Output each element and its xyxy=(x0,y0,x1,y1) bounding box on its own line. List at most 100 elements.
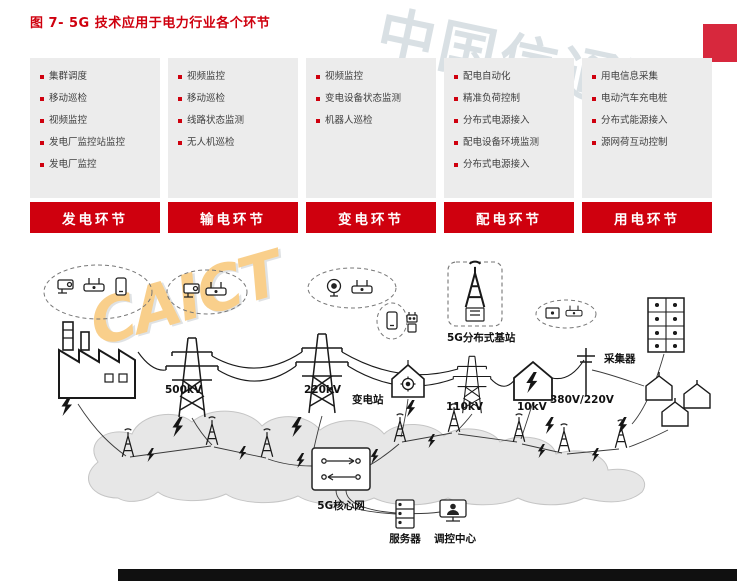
bullet-icon xyxy=(316,96,320,101)
transformation-items-box: 视频监控 变电设备状态监测 机器人巡检 xyxy=(306,58,436,198)
base-station-mast-icon xyxy=(464,260,486,309)
pylon-220kv-icon xyxy=(295,333,349,414)
camera-icon xyxy=(183,283,200,298)
item-label: 视频监控 xyxy=(325,71,364,82)
bullet-icon xyxy=(178,96,182,101)
list-item: 电动汽车充电桩 xyxy=(592,93,704,105)
bullet-icon xyxy=(316,118,320,123)
figure-title: 图 7- 5G 技术应用于电力行业各个环节 xyxy=(30,16,271,31)
base-station-group: 5G分布式基站 xyxy=(447,260,516,344)
bullet-icon xyxy=(178,140,182,145)
label-collector: 采集器 xyxy=(603,352,636,365)
bullet-icon xyxy=(592,75,596,79)
control-center-icon xyxy=(439,499,467,522)
column-transmission: 视频监控 移动巡检 线路状态监测 无人机巡检 输电环节 xyxy=(168,58,298,233)
bullet-icon xyxy=(592,118,596,123)
item-label: 分布式电源接入 xyxy=(463,158,530,170)
transformation-header: 变电环节 xyxy=(306,202,436,233)
item-label: 集群调度 xyxy=(49,71,88,82)
distribution-header: 配电环节 xyxy=(444,202,574,233)
list-item: 分布式电源接入 xyxy=(454,159,566,171)
item-label: 配电自动化 xyxy=(463,71,511,82)
bullet-icon xyxy=(40,96,44,101)
bullet-icon xyxy=(592,96,596,101)
list-item: 视频监控 xyxy=(178,71,290,83)
label-500kv: 500kV xyxy=(165,384,203,396)
label-110kv: 110kV xyxy=(446,401,484,413)
list-item: 配电设备环境监测 xyxy=(454,137,566,149)
item-label: 精准负荷控制 xyxy=(463,92,521,104)
list-item: 变电设备状态监测 xyxy=(316,93,428,105)
item-label: 电动汽车充电桩 xyxy=(601,92,668,104)
list-item: 发电厂监控 xyxy=(40,159,152,171)
label-220kv: 220kV xyxy=(304,384,342,396)
item-label: 移动巡检 xyxy=(49,92,88,104)
router-icon xyxy=(83,277,105,292)
item-label: 发电厂监控站监控 xyxy=(49,136,126,148)
distribution-items-box: 配电自动化 精准负荷控制 分布式电源接入 配电设备环境监测 分布式电源接入 xyxy=(444,58,574,198)
server-icon xyxy=(395,499,415,529)
power-grid-diagram: 5G分布式基站 xyxy=(43,260,711,545)
phone-icon xyxy=(115,277,127,296)
item-label: 源网荷互动控制 xyxy=(601,136,668,148)
list-item: 发电厂监控站监控 xyxy=(40,137,152,149)
router-icon xyxy=(565,305,583,317)
label-server: 服务器 xyxy=(389,532,421,545)
router-icon xyxy=(205,281,227,296)
label-control-center: 调控中心 xyxy=(434,532,476,545)
collector-icon xyxy=(647,297,685,353)
webcam-icon xyxy=(326,278,342,297)
bullet-icon xyxy=(454,140,458,145)
item-label: 视频监控 xyxy=(49,114,88,126)
bullet-icon xyxy=(592,140,596,145)
item-label: 移动巡检 xyxy=(187,92,226,104)
list-item: 视频监控 xyxy=(40,115,152,127)
phone-icon xyxy=(386,311,398,330)
substation-devices-group xyxy=(307,267,397,309)
label-10kv: 10kV xyxy=(517,401,548,413)
bullet-icon xyxy=(40,140,44,145)
list-item: 移动巡检 xyxy=(40,93,152,105)
item-label: 变电设备状态监测 xyxy=(325,92,402,104)
transmission-header: 输电环节 xyxy=(168,202,298,233)
meter-icon xyxy=(545,307,560,319)
page-footer-bar xyxy=(118,569,737,581)
camera-icon xyxy=(57,279,74,294)
pylon-500kv-icon xyxy=(165,337,219,418)
watermark-red-seal xyxy=(703,24,737,62)
label-substation: 变电站 xyxy=(352,393,384,406)
generation-devices-group xyxy=(43,264,153,320)
bullet-icon xyxy=(316,75,320,79)
item-label: 分布式电源接入 xyxy=(463,114,530,126)
meter-devices-group xyxy=(535,299,597,329)
column-transformation: 视频监控 变电设备状态监测 机器人巡检 变电环节 xyxy=(306,58,436,233)
substation-icon xyxy=(391,360,425,398)
item-label: 分布式能源接入 xyxy=(601,114,668,126)
utility-pole-icon xyxy=(577,348,595,396)
bullet-icon xyxy=(40,162,44,167)
bullet-icon xyxy=(454,75,458,79)
bullet-icon xyxy=(178,75,182,79)
column-consumption: 用电信息采集 电动汽车充电桩 分布式能源接入 源网荷互动控制 用电环节 xyxy=(582,58,712,233)
item-label: 机器人巡检 xyxy=(325,114,373,126)
bullet-icon xyxy=(40,75,44,79)
list-item: 集群调度 xyxy=(40,71,152,83)
list-item: 分布式电源接入 xyxy=(454,115,566,127)
label-380v: 380V/220V xyxy=(550,394,615,406)
transmission-devices-group xyxy=(166,269,248,315)
consumption-items-box: 用电信息采集 电动汽车充电桩 分布式能源接入 源网荷互动控制 xyxy=(582,58,712,198)
bullet-icon xyxy=(40,118,44,123)
item-label: 无人机巡检 xyxy=(187,136,235,148)
inspection-devices-group xyxy=(376,302,418,340)
process-columns: 集群调度 移动巡检 视频监控 发电厂监控站监控 发电厂监控 发电环节 视频监控 … xyxy=(30,58,712,233)
item-label: 发电厂监控 xyxy=(49,158,97,170)
generation-items-box: 集群调度 移动巡检 视频监控 发电厂监控站监控 发电厂监控 xyxy=(30,58,160,198)
list-item: 配电自动化 xyxy=(454,71,566,83)
consumption-header: 用电环节 xyxy=(582,202,712,233)
list-item: 机器人巡检 xyxy=(316,115,428,127)
list-item: 无人机巡检 xyxy=(178,137,290,149)
core-network-icon xyxy=(311,447,371,491)
base-station-label: 5G分布式基站 xyxy=(447,331,516,344)
robot-icon xyxy=(406,312,418,333)
